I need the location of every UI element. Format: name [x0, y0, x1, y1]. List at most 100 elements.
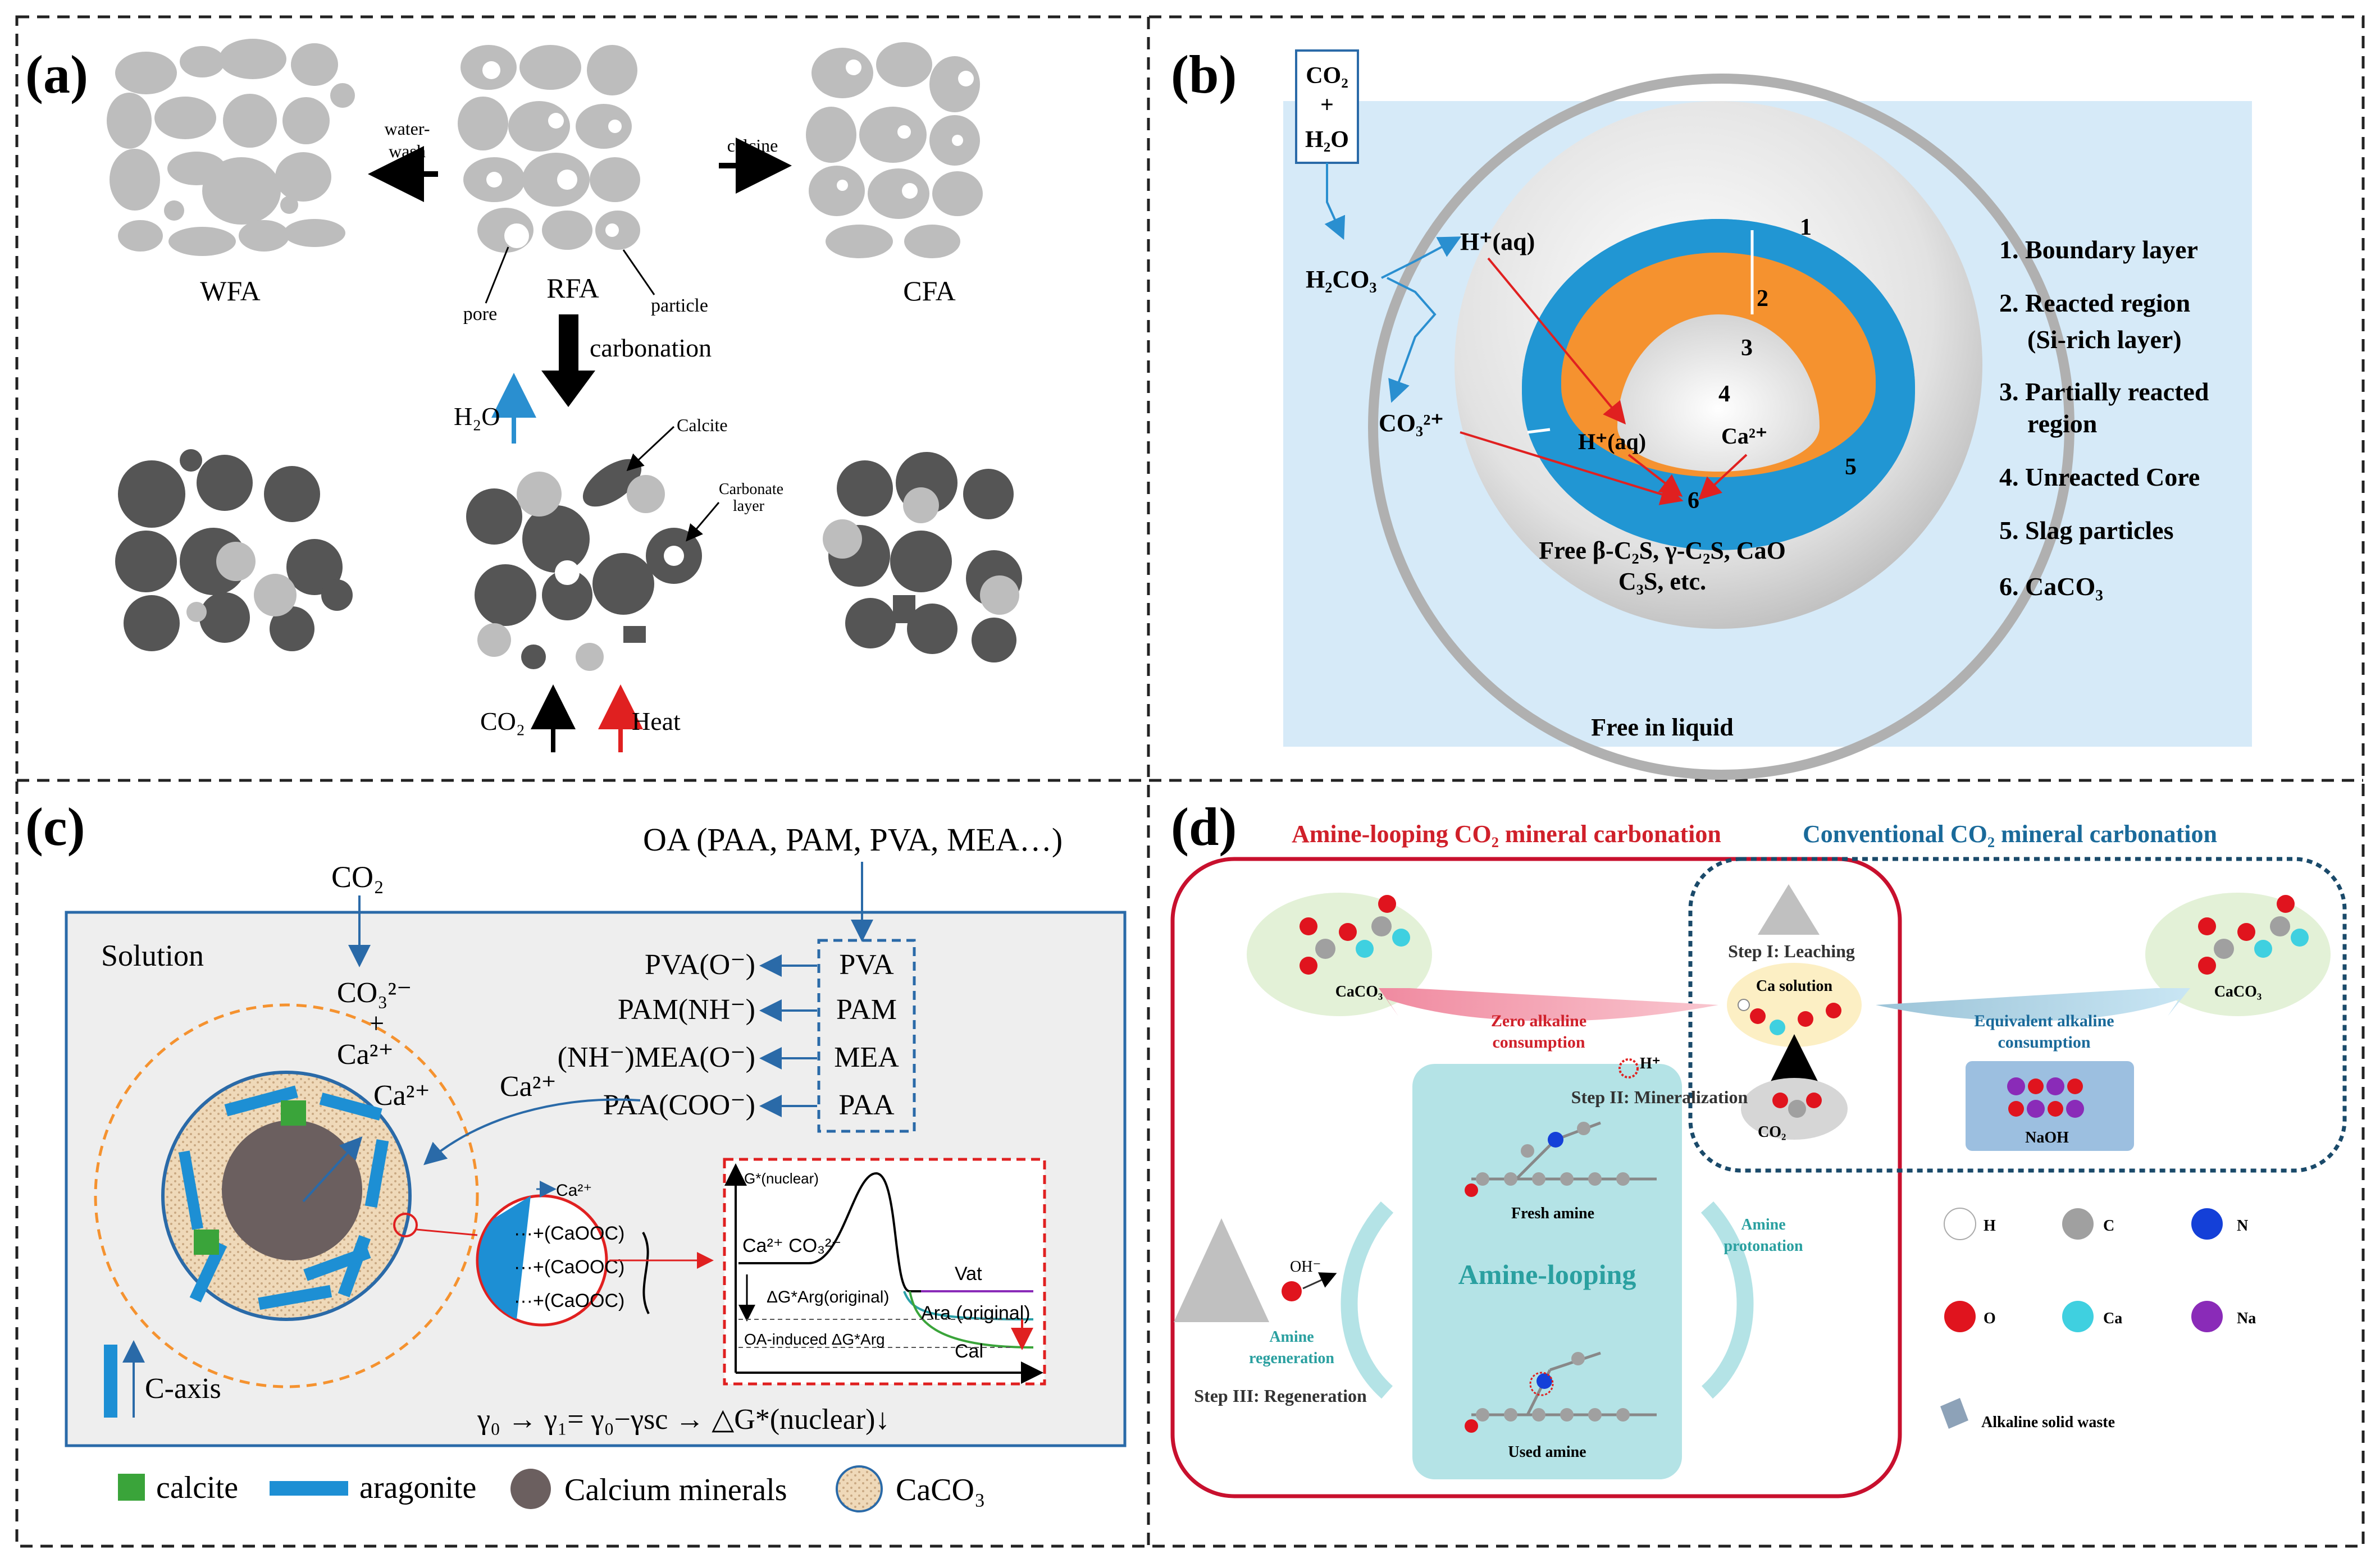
box-co2: CO₂ [1306, 63, 1348, 89]
oa-species: PVA PAM MEA PAA PVA(O⁻) PAM(NH⁻) (NH⁻)ME… [558, 949, 900, 1121]
panel-a-label: (a) [25, 44, 88, 104]
wfa-particles [107, 39, 355, 256]
conventional-title: Conventional CO₂ mineral carbonation [1803, 820, 2217, 848]
energy-y-label: G*(nuclear) [744, 1170, 819, 1187]
legend-caco3-swatch [836, 1465, 883, 1512]
particle-label: particle [651, 295, 708, 316]
box-h2o: H₂O [1305, 127, 1349, 153]
pore-label: pore [463, 304, 497, 325]
legend-calcite: calcite [156, 1470, 238, 1505]
carbonation-arrow [541, 314, 595, 407]
panel-b: (b) CO₂ + H₂O 1 2 3 4 5 6 H₂CO₃ H⁺(aq) C… [1171, 44, 2252, 780]
equivalent-alkaline-1: Equivalent alkaline [1974, 1012, 2114, 1030]
delta-g-original: ΔG*Arg(original) [767, 1288, 889, 1306]
legend-ca: Ca [2103, 1310, 2122, 1327]
legend-alkaline-waste: Alkaline solid waste [1981, 1414, 2115, 1431]
carbonate-layer-label-1: Carbonate [719, 481, 783, 498]
alkaline-waste-triangle [1758, 884, 1820, 935]
rfa-particles [458, 45, 640, 253]
co2-label-c: CO₂ [331, 860, 384, 894]
legend-b-1: 1. Boundary layer [1999, 235, 2198, 264]
zero-alkaline-arrow [1379, 988, 1718, 1021]
panel-a: (a) WFA water- wash [25, 39, 1022, 752]
regeneration-triangle [1174, 1218, 1269, 1322]
oa-box-pam: PAM [836, 994, 897, 1026]
amine-looping-frame [1170, 857, 1902, 1498]
c-axis-label: C-axis [145, 1373, 221, 1405]
equivalent-alkaline-arrow [1876, 988, 2190, 1021]
co2-h2o-box [1295, 49, 1359, 164]
caco3-right-label: CaCO₃ [2214, 983, 2262, 1000]
cfa-label: CFA [903, 275, 956, 307]
fresh-amine-label: Fresh amine [1511, 1205, 1594, 1222]
surface-energy-equation: γ₀ → γ₁= γ₀−γsc → △G*(nuclear)↓ [477, 1404, 890, 1436]
boundary-layer-ring [1368, 74, 2074, 780]
carbonation-label: carbonation [590, 333, 712, 362]
panel-c: (c) Solution CO₂ OA (PAA, PAM, PVA, MEA…… [25, 797, 1127, 1512]
free-in-liquid: Free in liquid [1591, 714, 1733, 741]
water-wash-label-2: wash [389, 141, 426, 161]
region-6: 6 [1688, 488, 1699, 514]
h-aq-inner: H⁺(aq) [1578, 429, 1646, 454]
amine-regeneration-1: Amine [1269, 1328, 1314, 1346]
legend-b-6: 6. CaCO₃ [1999, 572, 2103, 601]
caooc-1: ···+(CaOOC) [514, 1223, 624, 1244]
solution-label: Solution [101, 939, 204, 972]
oa-out-paa: PAA(COO⁻) [603, 1089, 755, 1121]
used-amine-label: Used amine [1508, 1443, 1586, 1461]
legend-o: O [1984, 1310, 1996, 1327]
free-species-line1: Free β-C₂S, γ-C₂S, CaO [1539, 537, 1786, 564]
legend-n: N [2237, 1217, 2248, 1235]
region-3: 3 [1741, 335, 1753, 361]
amine-looping-block [1412, 1064, 1682, 1479]
co2-label-a: CO₂ [480, 707, 525, 735]
heat-label: Heat [632, 707, 681, 735]
legend-h: H [1984, 1217, 1996, 1235]
carbonate-layer-label-2: layer [733, 497, 765, 515]
co3-label: CO₃²⁺ [1379, 409, 1444, 437]
zero-alkaline-2: consumption [1492, 1033, 1585, 1052]
oa-out-pva: PVA(O⁻) [645, 949, 755, 981]
legend-b: 1. Boundary layer 2. Reacted region (Si-… [1999, 235, 2209, 601]
box-plus: + [1320, 92, 1334, 118]
legend-c-swatch [2062, 1208, 2094, 1240]
calcite-cubes [194, 1100, 306, 1255]
legend-ca-swatch [2062, 1301, 2094, 1332]
calcine-label: calcine [727, 135, 778, 156]
ca-solution-molecules [1738, 999, 1841, 1035]
legend-b-5: 5. Slag particles [1999, 516, 2173, 545]
region-4: 4 [1718, 381, 1730, 407]
wfa-label: WFA [200, 275, 260, 307]
legend-h-swatch [1944, 1208, 1976, 1240]
oa-out-pam: PAM(NH⁻) [618, 994, 755, 1026]
amine-looping-title: Amine-looping CO₂ mineral carbonation [1292, 820, 1721, 848]
panel-d: (d) Amine-looping CO₂ mineral carbonatio… [1170, 797, 2347, 1498]
legend-calcite-swatch [118, 1474, 145, 1501]
legend-o-swatch [1944, 1301, 1976, 1332]
caooc-2: ···+(CaOOC) [514, 1256, 624, 1278]
caco3-left-label: CaCO₃ [1335, 983, 1383, 1000]
panel-b-label: (b) [1171, 44, 1237, 104]
caco3-molecule-left [1300, 895, 1410, 975]
amine-protonation-2: protonation [1724, 1237, 1803, 1255]
zero-alkaline-1: Zero alkaline [1491, 1012, 1586, 1030]
legend-n-swatch [2191, 1208, 2223, 1240]
legend-b-2b: (Si-rich layer) [2027, 325, 2182, 354]
legend-c: C [2103, 1217, 2114, 1235]
naoh-lattice [2007, 1077, 2084, 1118]
unreacted-core [1617, 314, 1820, 472]
ca-label-c1: Ca²⁺ [337, 1039, 394, 1071]
oa-label: OA (PAA, PAM, PVA, MEA…) [643, 821, 1063, 858]
legend-b-3b: region [2027, 409, 2097, 438]
legend-mineral: Calcium minerals [564, 1473, 787, 1507]
step3-label: Step III: Regeneration [1194, 1386, 1367, 1406]
legend-na: Na [2237, 1310, 2256, 1327]
amine-regeneration-2: regeneration [1249, 1350, 1334, 1367]
legend-b-3: 3. Partially reacted [1999, 377, 2209, 406]
nucleation-zone [94, 1003, 479, 1388]
panel-c-label: (c) [25, 797, 85, 857]
legend-caco3: CaCO₃ [896, 1473, 986, 1507]
oh-label: OH⁻ [1290, 1258, 1321, 1276]
energy-vat: Vat [955, 1263, 982, 1285]
calcium-mineral-core [222, 1120, 362, 1260]
